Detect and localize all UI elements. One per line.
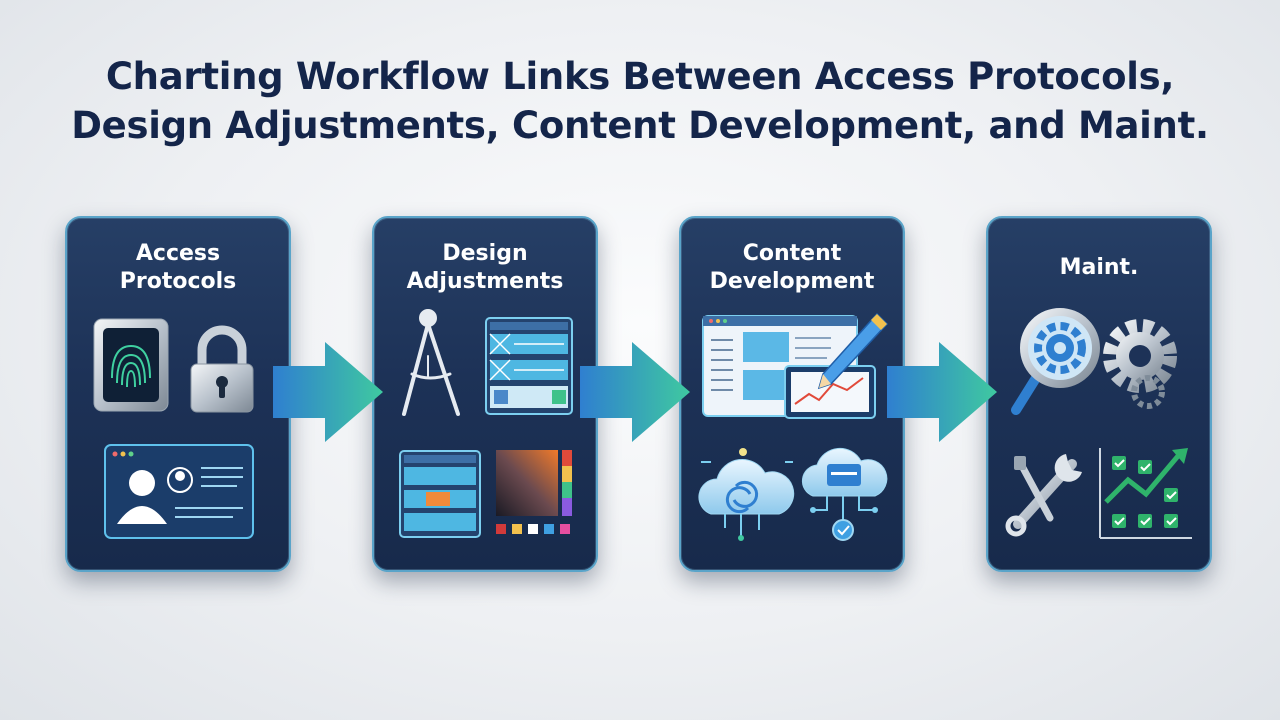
padlock-icon: [190, 325, 254, 413]
fingerprint-scanner-icon: [93, 318, 169, 412]
wrench-screwdriver-icon: [1005, 454, 1082, 537]
flow-arrow-1: [273, 342, 383, 442]
step-card-access-protocols: Access Protocols: [65, 216, 291, 572]
color-palette-icon: [399, 450, 572, 538]
cloud-network-icon: [801, 447, 888, 541]
step-title-content-development: Content Development: [709, 241, 875, 294]
title-line-2: Design Adjustments, Content Development,…: [71, 104, 1209, 147]
user-profile-window-icon: [104, 444, 254, 539]
diagram-title: Charting Workflow Links Between Access P…: [0, 52, 1280, 150]
step-title-design-adjustments: Design Adjustments: [406, 241, 564, 294]
pencil-icon: [817, 312, 889, 390]
title-line-1: Charting Workflow Links Between Access P…: [105, 55, 1175, 98]
checklist-growth-icon: [1099, 448, 1192, 539]
drafting-compass-icon: [402, 309, 460, 416]
browser-editor-icon: [702, 315, 876, 419]
step-card-content-development: Content Development: [679, 216, 905, 572]
flow-arrow-3: [887, 342, 997, 442]
wireframe-layout-icon: [485, 317, 573, 415]
magnifier-gear-icon: [1011, 308, 1100, 415]
step-card-design-adjustments: Design Adjustments: [372, 216, 598, 572]
flow-arrow-2: [580, 342, 690, 442]
step-title-maint: Maint.: [1059, 255, 1139, 280]
step-card-maint: Maint.: [986, 216, 1212, 572]
gear-icon: [1103, 319, 1177, 409]
cloud-sync-icon: [698, 448, 795, 541]
step-title-access-protocols: Access Protocols: [119, 241, 237, 294]
